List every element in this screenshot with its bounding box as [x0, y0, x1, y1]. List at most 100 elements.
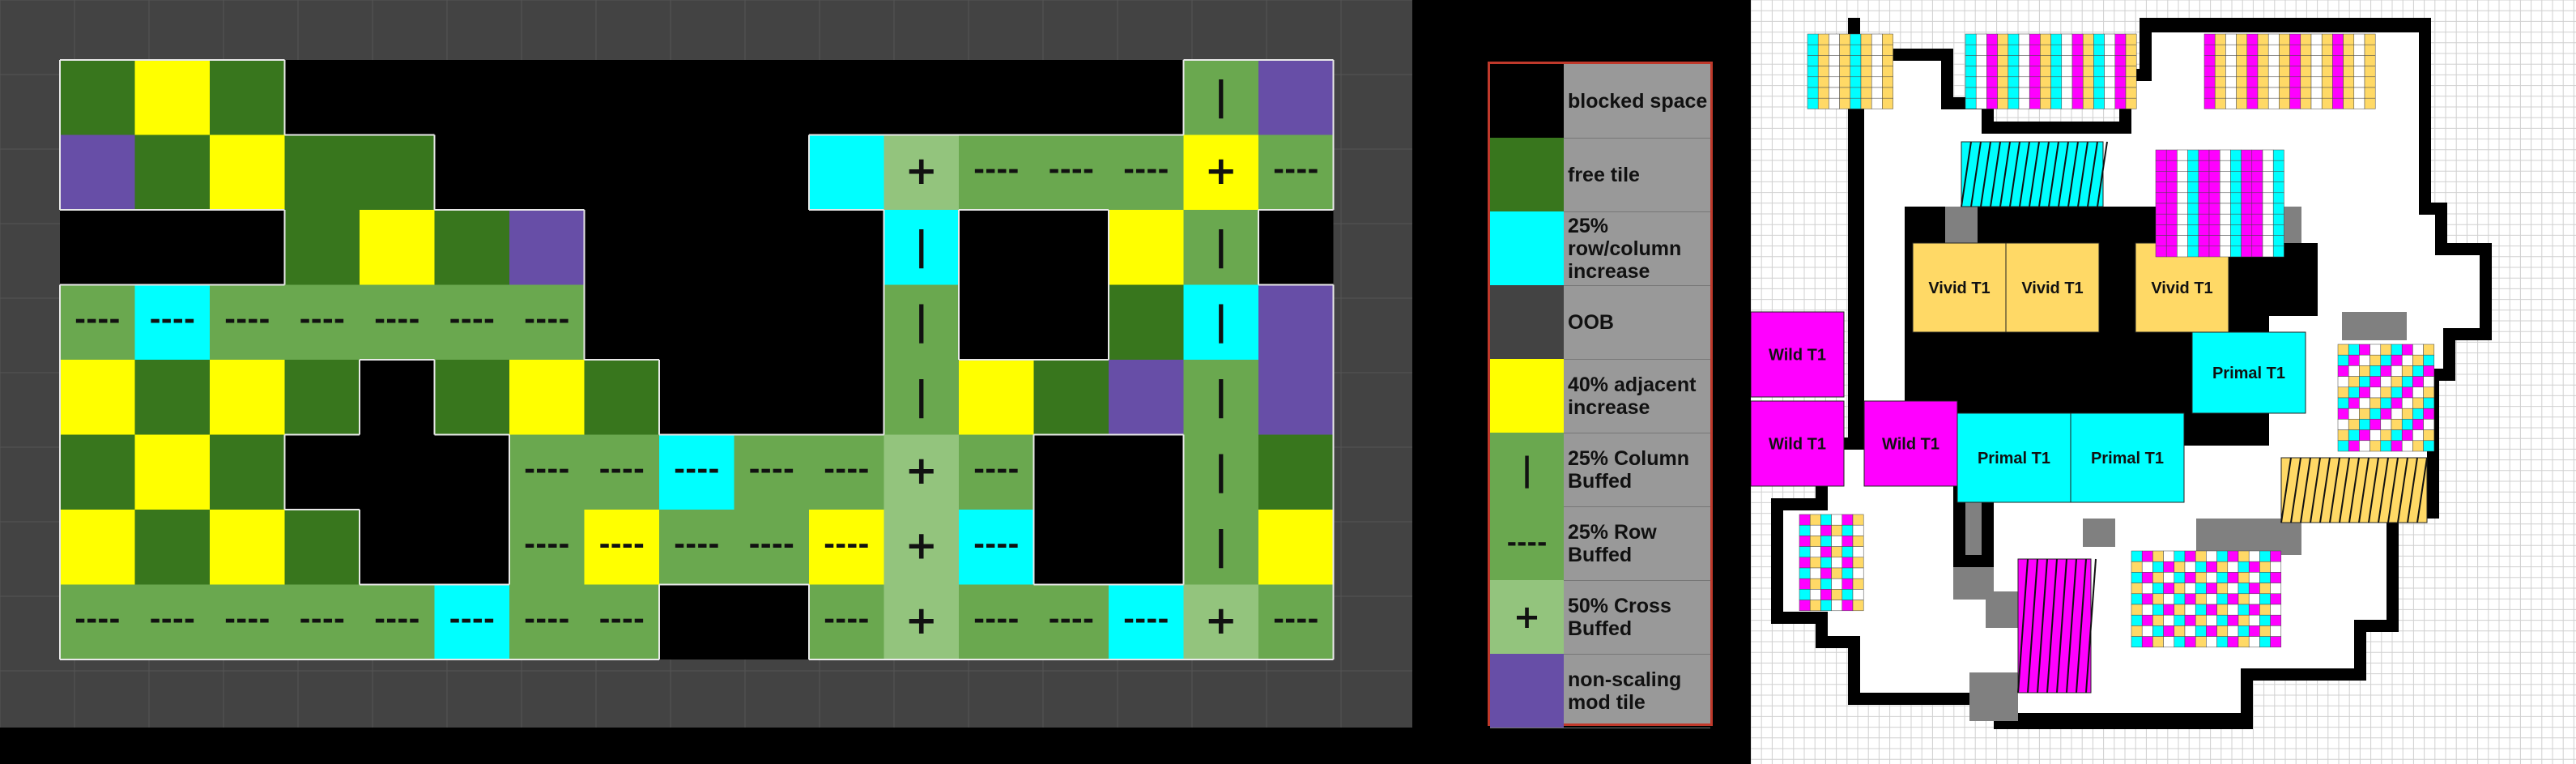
- map-mini-tile: [2131, 550, 2143, 562]
- buff-symbol: ----: [599, 454, 645, 486]
- blocked-tile: [659, 360, 734, 435]
- map-mini-tile: [2203, 97, 2216, 109]
- free-tile: [584, 360, 659, 435]
- map-mini-tile: [1842, 578, 1854, 590]
- map-mini-tile: [2165, 213, 2178, 225]
- map-mini-tile: [1809, 524, 1821, 536]
- map-mini-tile: [2236, 76, 2248, 88]
- map-mini-tile: [2391, 429, 2403, 442]
- blocked-tile: [659, 134, 734, 210]
- free-tile: [434, 210, 509, 285]
- buff-symbol: ----: [374, 304, 419, 336]
- buff-symbol: ----: [824, 454, 869, 486]
- map-mini-tile: [2050, 87, 2063, 99]
- map-mini-tile: [2262, 192, 2274, 204]
- map-mini-tile: [2241, 181, 2253, 194]
- column-buffed-tile: [1183, 60, 1258, 135]
- map-mini-tile: [2203, 55, 2216, 66]
- hatch-line: [2368, 457, 2379, 523]
- buff-symbol: ----: [150, 604, 195, 636]
- row-buffed-tile: [1258, 134, 1334, 210]
- map-mini-tile: [2040, 87, 2051, 99]
- map-mini-tile: [2272, 245, 2284, 258]
- map-mini-tile: [1965, 33, 1977, 45]
- map-mini-tile: [2187, 181, 2199, 194]
- map-mini-tile: [2289, 44, 2301, 56]
- map-mini-tile: [2040, 55, 2051, 66]
- hatch-line: [2067, 141, 2079, 207]
- map-mini-tile: [1852, 514, 1864, 526]
- buff-symbol: ----: [824, 604, 869, 636]
- map-mini-tile: [2184, 550, 2196, 562]
- map-mini-tile: [2174, 550, 2186, 562]
- buff-symbol: ----: [75, 304, 120, 336]
- legend-label: non-scaling mod tile: [1568, 668, 1682, 714]
- map-mini-tile: [1986, 87, 1998, 99]
- hatch-line: [1999, 141, 2011, 207]
- map-mini-tile: [2198, 192, 2210, 204]
- map-mini-tile: [1820, 567, 1832, 579]
- adjacent-increase-tile: [210, 510, 285, 585]
- map-mini-tile: [2380, 429, 2392, 442]
- buff-symbol: +: [1205, 598, 1237, 643]
- map-mini-tile: [1860, 66, 1872, 78]
- free-tile: [1109, 284, 1184, 360]
- map-mini-tile: [2125, 76, 2137, 88]
- column-buffed-tile: [1183, 360, 1258, 435]
- blocked-tile: [360, 60, 435, 135]
- free-tile: [60, 434, 135, 510]
- map-mini-tile: [2174, 604, 2186, 616]
- map-mini-tile: [2203, 66, 2216, 78]
- map-mini-tile: [2225, 76, 2237, 88]
- buff-symbol: +: [905, 598, 938, 643]
- hatch-line: [2076, 558, 2087, 694]
- map-mini-tile: [2163, 625, 2175, 637]
- room-tile: [1956, 412, 2071, 503]
- legend-swatch: |: [1490, 433, 1564, 506]
- map-mini-tile: [2187, 224, 2199, 236]
- buff-symbol: ----: [300, 604, 345, 636]
- row-buffed-tile: [959, 434, 1034, 510]
- map-mini-tile: [1986, 44, 1998, 56]
- map-mini-tile: [1839, 97, 1851, 109]
- map-mini-tile: [2321, 97, 2333, 109]
- map-mini-tile: [2125, 33, 2137, 45]
- map-mini-tile: [1852, 578, 1864, 590]
- map-mini-tile: [2423, 419, 2435, 430]
- map-mini-tile: [2267, 55, 2280, 66]
- legend-swatch: [1490, 285, 1564, 359]
- map-mini-tile: [2029, 33, 2041, 45]
- map-mini-tile: [2241, 235, 2253, 247]
- map-mini-tile: [2238, 604, 2250, 616]
- row-buffed-yellow-tile: [809, 510, 884, 585]
- map-mini-tile: [2246, 55, 2259, 66]
- map-mini-tile: [2195, 572, 2207, 583]
- map-mini-tile: [2236, 66, 2248, 78]
- map-mini-tile: [1799, 578, 1811, 590]
- map-mini-tile: [2369, 408, 2382, 420]
- map-mini-tile: [1820, 578, 1832, 590]
- blocked-tile: [809, 210, 884, 285]
- buff-symbol: |: [1214, 73, 1228, 118]
- buff-symbol: |: [1214, 373, 1228, 418]
- map-mini-tile: [1817, 97, 1829, 109]
- map-mini-tile: [1820, 546, 1832, 558]
- map-mini-tile: [2174, 636, 2186, 648]
- map-mini-tile: [2165, 171, 2178, 182]
- map-mini-tile: [2018, 33, 2030, 45]
- map-mini-tile: [1820, 589, 1832, 600]
- blocked-tile: [809, 60, 884, 135]
- map-mini-tile: [2343, 76, 2355, 88]
- map-mini-tile: [2227, 550, 2239, 562]
- map-mini-tile: [2174, 583, 2186, 595]
- buff-symbol: ----: [599, 604, 645, 636]
- map-mini-tile: [1809, 536, 1821, 547]
- map-mini-tile: [2230, 245, 2242, 258]
- map-mini-tile: [2369, 354, 2382, 366]
- map-mini-tile: [2259, 550, 2271, 562]
- map-mini-tile: [2353, 33, 2365, 45]
- map-mini-tile: [2208, 181, 2220, 194]
- map-mini-tile: [1799, 589, 1811, 600]
- non-scaling-mod-tile: [1258, 284, 1334, 360]
